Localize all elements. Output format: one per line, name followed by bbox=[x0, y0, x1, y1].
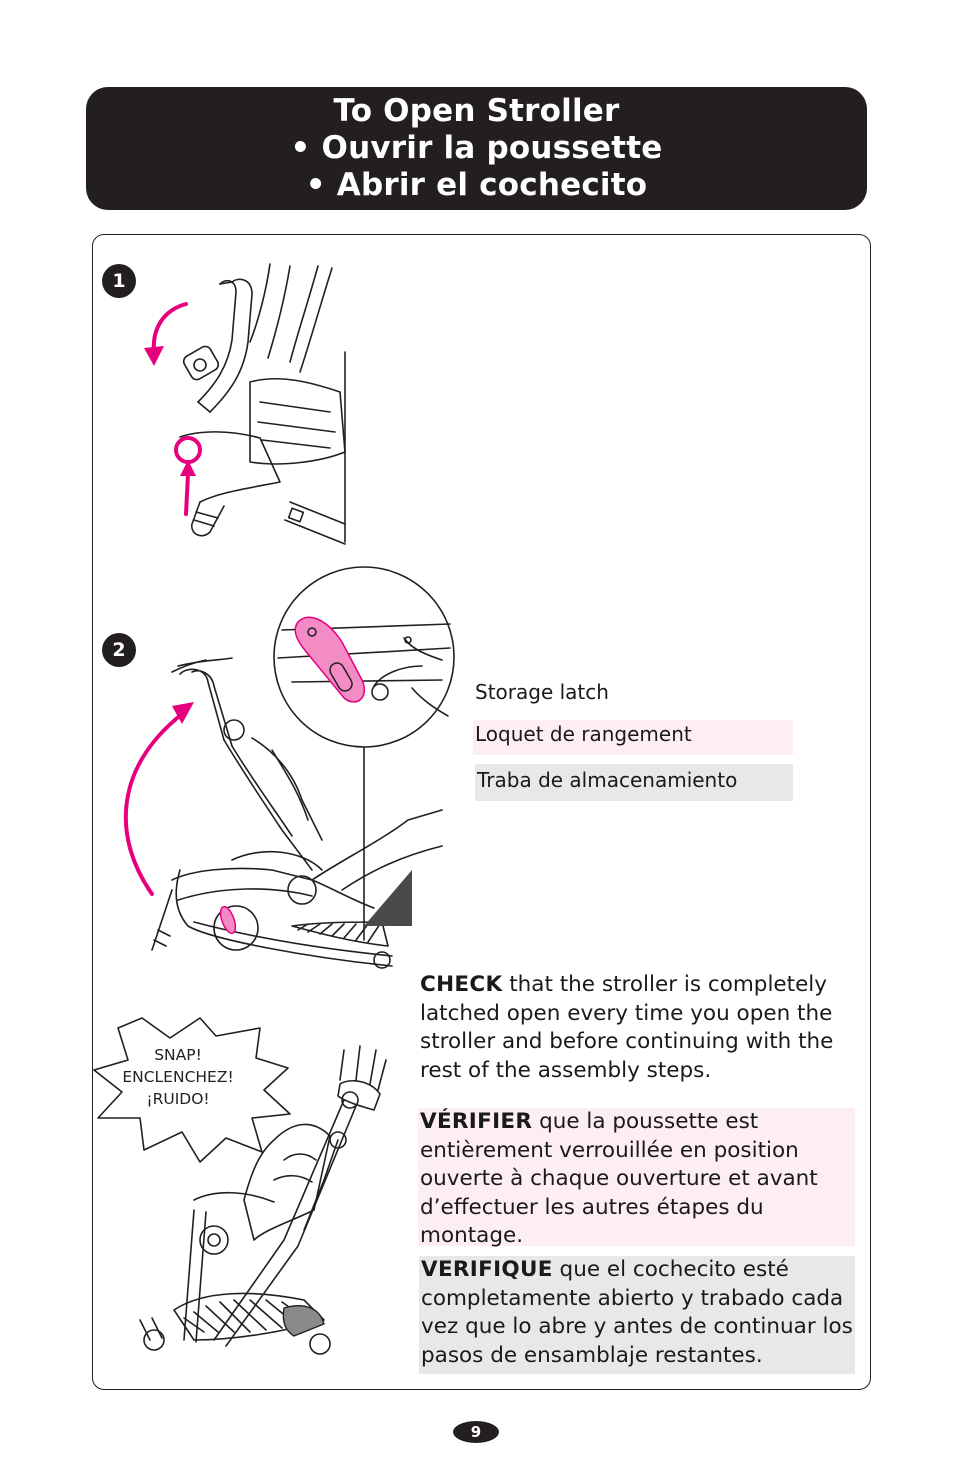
step-1-illustration bbox=[144, 263, 346, 545]
page-number: 9 bbox=[453, 1421, 499, 1443]
check-paragraph-spanish: VERIFIQUE que el cochecito esté completa… bbox=[419, 1256, 855, 1374]
step-2-illustration bbox=[123, 566, 455, 969]
step-3-illustration bbox=[139, 1045, 387, 1355]
check-keyword-spanish: VERIFIQUE bbox=[421, 1257, 553, 1282]
title-banner: To Open Stroller • Ouvrir la poussette •… bbox=[86, 87, 867, 210]
check-text-english: that the stroller is completely latched … bbox=[420, 972, 834, 1083]
snap-burst-text: SNAP! ENCLENCHEZ! ¡RUIDO! bbox=[113, 1044, 243, 1110]
storage-latch-label-french: Loquet de rangement bbox=[473, 720, 793, 755]
snap-text-english: SNAP! bbox=[154, 1046, 202, 1064]
storage-latch-label-english: Storage latch bbox=[475, 680, 609, 704]
check-text-spanish: que el cochecito esté completamente abie… bbox=[421, 1257, 853, 1368]
snap-text-french: ENCLENCHEZ! bbox=[122, 1068, 234, 1086]
step-1-badge: 1 bbox=[102, 264, 136, 298]
snap-burst-shape bbox=[93, 1017, 291, 1163]
check-paragraph-english: CHECK that the stroller is completely la… bbox=[418, 971, 858, 1085]
instructions-frame bbox=[92, 234, 871, 1390]
storage-latch-label-spanish: Traba de almacenamiento bbox=[475, 764, 793, 801]
snap-text-spanish: ¡RUIDO! bbox=[146, 1090, 210, 1108]
check-keyword-french: VÉRIFIER bbox=[420, 1109, 533, 1134]
check-paragraph-french: VÉRIFIER que la poussette est entièremen… bbox=[418, 1108, 855, 1248]
title-french: • Ouvrir la poussette bbox=[290, 130, 663, 166]
check-text-french: que la poussette est entièrement verroui… bbox=[420, 1109, 818, 1248]
title-spanish: • Abrir el cochecito bbox=[305, 167, 648, 203]
title-english: To Open Stroller bbox=[333, 93, 620, 129]
step-2-badge: 2 bbox=[102, 633, 136, 667]
check-keyword-english: CHECK bbox=[420, 972, 503, 997]
